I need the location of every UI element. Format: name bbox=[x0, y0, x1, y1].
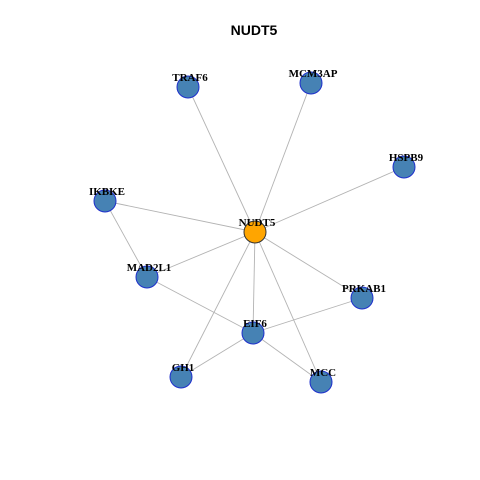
node-label-ikbke: IKBKE bbox=[89, 186, 125, 198]
edge-eif6-mcc bbox=[252, 332, 322, 383]
edge-nudt5-mad2l1 bbox=[146, 231, 256, 278]
node-eif6 bbox=[241, 321, 265, 345]
node-nudt5 bbox=[243, 220, 267, 244]
node-label-hspb9: HSPB9 bbox=[389, 152, 424, 164]
node-label-traf6: TRAF6 bbox=[172, 72, 208, 84]
node-label-eif6: EIF6 bbox=[243, 318, 267, 330]
graph-title: NUDT5 bbox=[231, 22, 278, 38]
edge-mad2l1-eif6 bbox=[146, 276, 254, 334]
node-label-mad2l1: MAD2L1 bbox=[127, 262, 172, 274]
node-ikbke bbox=[93, 189, 117, 213]
edge-nudt5-gh1 bbox=[180, 231, 256, 378]
node-label-mcc: MCC bbox=[310, 367, 336, 379]
edge-nudt5-traf6 bbox=[187, 86, 256, 233]
node-label-mcm3ap: MCM3AP bbox=[289, 68, 338, 80]
node-label-prkab1: PRKAB1 bbox=[342, 283, 386, 295]
edge-eif6-gh1 bbox=[180, 332, 254, 378]
node-label-gh1: GH1 bbox=[172, 362, 195, 374]
node-mcc bbox=[309, 370, 333, 394]
node-mad2l1 bbox=[135, 265, 159, 289]
node-gh1 bbox=[169, 365, 193, 389]
edge-nudt5-prkab1 bbox=[254, 231, 363, 299]
node-label-nudt5: NUDT5 bbox=[239, 217, 276, 229]
edge-nudt5-eif6 bbox=[252, 231, 256, 334]
node-mcm3ap bbox=[299, 71, 323, 95]
edge-nudt5-hspb9 bbox=[254, 166, 405, 233]
edge-nudt5-mcm3ap bbox=[254, 82, 312, 233]
edges-layer bbox=[104, 82, 405, 383]
nodes-layer bbox=[93, 71, 416, 394]
edge-nudt5-ikbke bbox=[104, 200, 256, 233]
edge-ikbke-mad2l1 bbox=[104, 200, 148, 278]
node-prkab1 bbox=[350, 286, 374, 310]
node-traf6 bbox=[176, 75, 200, 99]
edge-eif6-prkab1 bbox=[252, 297, 363, 334]
node-hspb9 bbox=[392, 155, 416, 179]
edge-nudt5-mcc bbox=[254, 231, 322, 383]
